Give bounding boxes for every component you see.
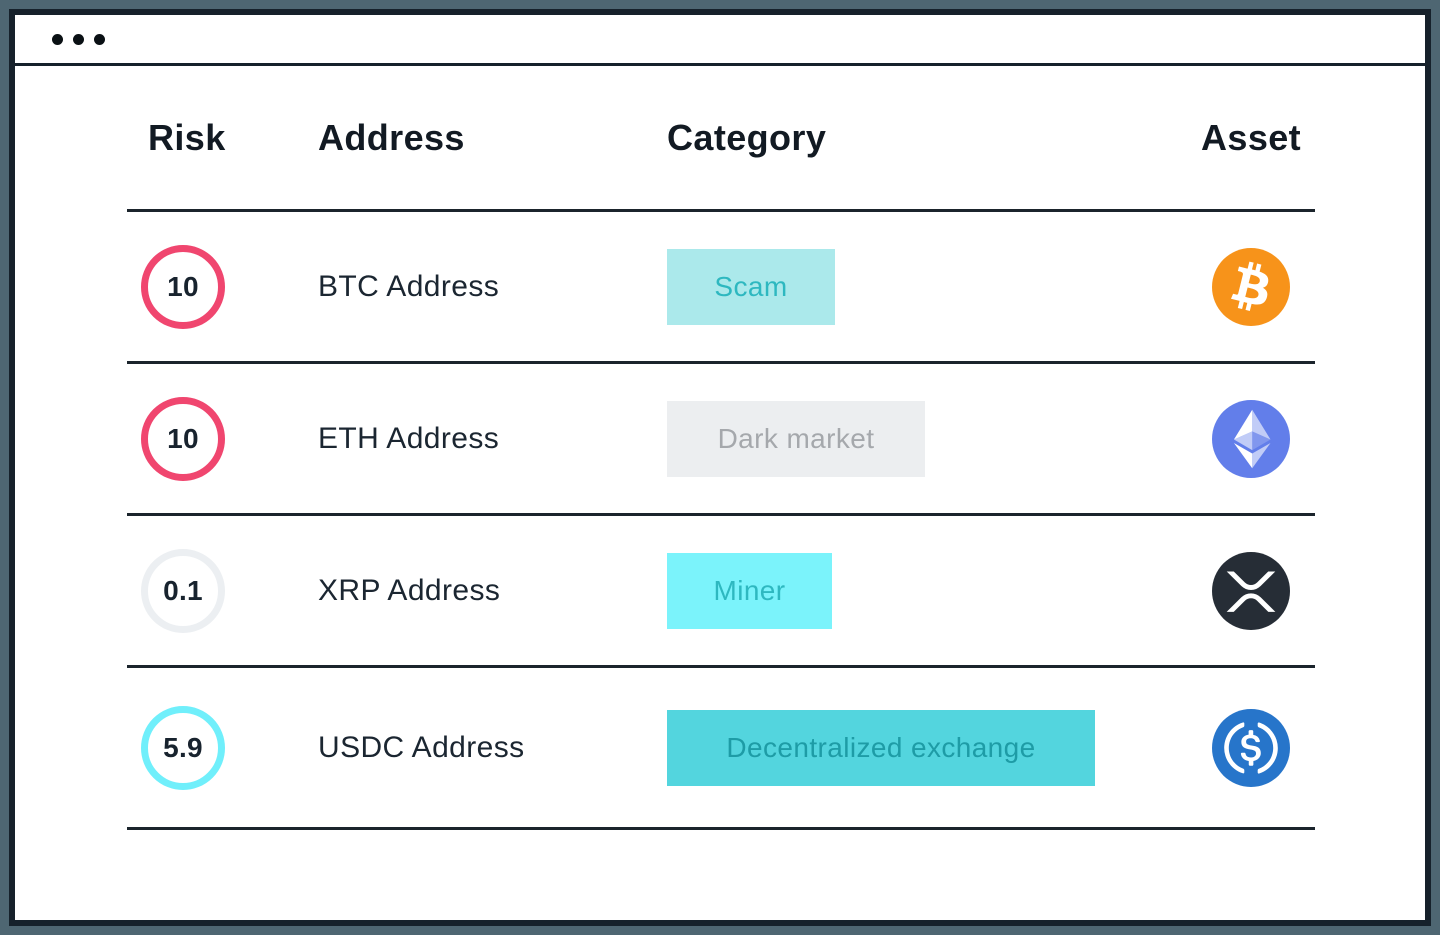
column-header-address: Address: [318, 116, 465, 158]
column-header-category: Category: [667, 116, 827, 158]
bitcoin-icon: [1212, 247, 1290, 326]
table-row: 10 ETH Address Dark market: [127, 364, 1315, 516]
address-label: BTC Address: [318, 269, 500, 303]
table-header-row: Risk Address Category Asset: [127, 66, 1315, 212]
risk-score-value: 0.1: [163, 574, 203, 606]
column-header-asset: Asset: [1201, 116, 1302, 158]
menu-dot: [52, 33, 63, 45]
category-badge: Miner: [667, 552, 832, 629]
risk-table: Risk Address Category Asset 10 BTC Addre…: [127, 66, 1315, 830]
address-label: ETH Address: [318, 421, 500, 455]
ellipsis-menu-icon[interactable]: [52, 33, 105, 45]
menu-dot: [94, 33, 105, 45]
window-titlebar: [15, 15, 1425, 66]
category-badge: Dark market: [667, 400, 925, 477]
address-label: XRP Address: [318, 573, 501, 607]
table-row: 5.9 USDC Address Decentralized exchange: [127, 668, 1315, 830]
risk-score-badge: 10: [141, 244, 225, 329]
column-header-risk: Risk: [148, 116, 226, 158]
risk-score-badge: 10: [141, 396, 225, 481]
risk-score-value: 10: [167, 422, 199, 454]
risk-score-badge: 5.9: [141, 705, 225, 790]
table-row: 10 BTC Address Scam: [127, 212, 1315, 364]
browser-window: Risk Address Category Asset 10 BTC Addre…: [9, 9, 1431, 926]
risk-score-value: 5.9: [163, 731, 203, 763]
table-row: 0.1 XRP Address Miner: [127, 516, 1315, 668]
category-badge: Scam: [667, 248, 835, 325]
ethereum-icon: [1212, 399, 1290, 478]
menu-dot: [73, 33, 84, 45]
risk-score-badge: 0.1: [141, 548, 225, 633]
category-badge: Decentralized exchange: [667, 709, 1095, 786]
risk-score-value: 10: [167, 270, 199, 302]
table-body: 10 BTC Address Scam 10 ETH Address Dark …: [127, 212, 1315, 830]
usdc-icon: [1212, 708, 1290, 787]
xrp-icon: [1212, 551, 1290, 630]
address-label: USDC Address: [318, 730, 525, 764]
